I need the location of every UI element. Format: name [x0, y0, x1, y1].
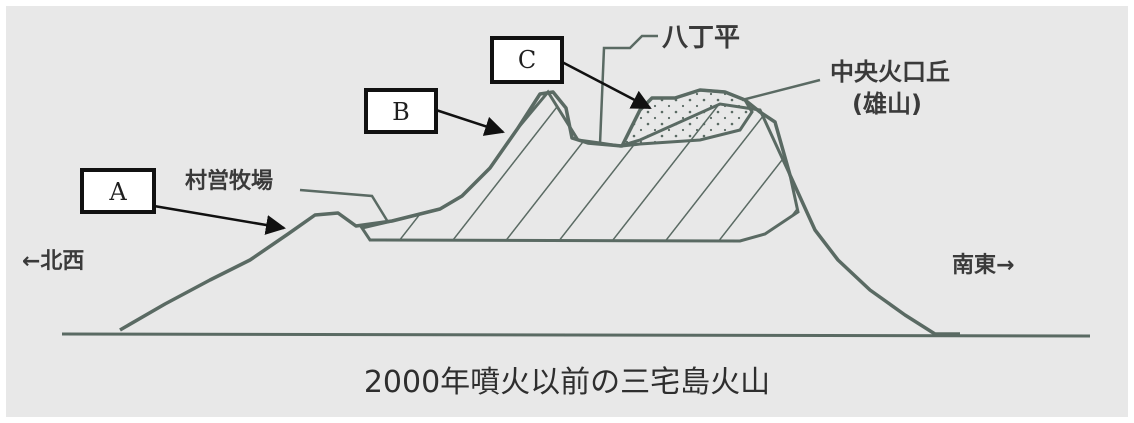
- central-cone-sublabel: (雄山): [852, 90, 922, 118]
- box-b: [364, 88, 438, 134]
- box-a-label: A: [108, 178, 127, 206]
- pasture-label: 村営牧場: [185, 168, 273, 194]
- box-c: [490, 36, 564, 84]
- hatchobaira-leader: [598, 34, 658, 145]
- box-c-label: C: [518, 46, 536, 74]
- box-a: [80, 168, 156, 214]
- arrow-c: [561, 60, 652, 110]
- northwest-label: ←北西: [22, 249, 84, 274]
- central-cone-leader: [741, 78, 821, 102]
- volcano-profile: [119, 88, 960, 336]
- pasture-leader: [299, 188, 390, 223]
- ground-line: [61, 332, 1091, 338]
- southeast-label: 南東→: [952, 253, 1014, 278]
- figure-caption: 2000年噴火以前の三宅島火山: [364, 365, 770, 400]
- central-cone-label: 中央火口丘: [830, 58, 950, 86]
- arrow-b: [435, 108, 505, 136]
- hatchobaira-label: 八丁平: [662, 23, 740, 53]
- box-b-label: B: [392, 98, 410, 126]
- arrow-a: [153, 204, 286, 235]
